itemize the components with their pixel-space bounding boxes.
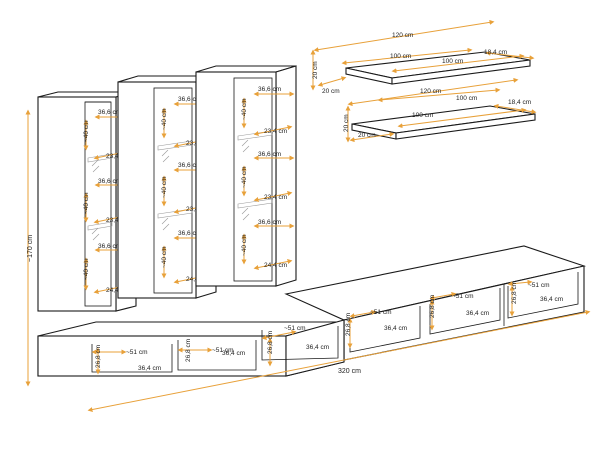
low-height-6: 26,8 cm — [511, 281, 518, 304]
low-height-2: 26,8 cm — [185, 339, 192, 362]
low-width-6: ~51 cm — [528, 282, 550, 289]
low-depth-4: 36,4 cm — [384, 325, 407, 332]
shelf-top-length: 120 cm — [392, 32, 413, 39]
low-width-4: ~51 cm — [370, 309, 392, 316]
cab2-width-a: 36,6 cm — [178, 96, 201, 103]
cab3-width-c: 36,6 cm — [258, 219, 281, 226]
cab1-height-a: ~40 cm — [83, 121, 90, 143]
shelf-top-inner2: 100 cm — [442, 58, 463, 65]
cab2-height-c: ~40 cm — [161, 247, 168, 269]
shelf-bottom-length: 120 cm — [420, 88, 441, 95]
shelf-bottom-front: 20 cm — [358, 132, 376, 139]
overall-width-label: 320 cm — [338, 368, 361, 375]
cab2-width-b: 36,6 cm — [178, 162, 201, 169]
low-height-4: 26,8 cm — [345, 313, 352, 336]
wall-shelf-top: 120 cm 100 cm 100 cm 18,4 cm 20 cm 20 cm — [310, 19, 535, 95]
low-depth-2: 36,4 cm — [222, 350, 245, 357]
cabinet-3: 36,6 cm 36,6 cm 36,6 cm 23,4 cm 23,4 cm … — [195, 65, 297, 287]
low-height-3: 26,8 cm — [267, 331, 274, 354]
shelf-top-depth: 18,4 cm — [484, 49, 507, 56]
cab3-height-a: ~40 cm — [241, 99, 248, 121]
cab2-height-a: ~40 cm — [161, 109, 168, 131]
cab3-depth-a: 23,4 cm — [264, 128, 287, 135]
cab2-height-b: ~40 cm — [161, 177, 168, 199]
low-width-1: ~51 cm — [126, 349, 148, 356]
cab1-width-b: 36,6 cm — [98, 178, 121, 185]
cab1-height-b: ~40 cm — [83, 193, 90, 215]
overall-height-label: ~170 cm — [27, 235, 34, 262]
low-depth-3: 36,4 cm — [306, 344, 329, 351]
cab3-depth-c: 24,4 cm — [264, 262, 287, 269]
cab3-height-c: ~40 cm — [241, 235, 248, 257]
cab2-width-c: 36,6 cm — [178, 230, 201, 237]
cab3-depth-b: 23,4 cm — [264, 194, 287, 201]
cab1-width-a: 36,6 cm — [98, 109, 121, 116]
low-width-3: ~51 cm — [284, 325, 306, 332]
shelf-top-height: 20 cm — [312, 61, 319, 79]
shelf-bottom-inner: 100 cm — [456, 95, 477, 102]
low-width-5: ~51 cm — [452, 293, 474, 300]
shelf-bottom-height: 20 cm — [343, 114, 350, 132]
cab3-width-b: 36,6 cm — [258, 151, 281, 158]
low-height-1: 26,8 cm — [95, 345, 102, 368]
shelf-top-inner: 100 cm — [390, 53, 411, 60]
low-depth-5: 36,4 cm — [466, 310, 489, 317]
cab1-height-c: ~40 cm — [83, 259, 90, 281]
low-depth-6: 36,4 cm — [540, 296, 563, 303]
low-depth-1: 36,4 cm — [138, 365, 161, 372]
shelf-bottom-inner2: 100 cm — [412, 112, 433, 119]
wall-shelf-bottom: 120 cm 100 cm 100 cm 18,4 cm 20 cm 20 cm — [343, 77, 537, 143]
cab3-width-a: 36,6 cm — [258, 86, 281, 93]
cab1-width-c: 36,6 cm — [98, 243, 121, 250]
shelf-bottom-depth: 18,4 cm — [508, 99, 531, 106]
shelf-top-front: 20 cm — [322, 88, 340, 95]
cab3-height-b: ~40 cm — [241, 167, 248, 189]
low-height-5: 26,8 cm — [429, 295, 436, 318]
